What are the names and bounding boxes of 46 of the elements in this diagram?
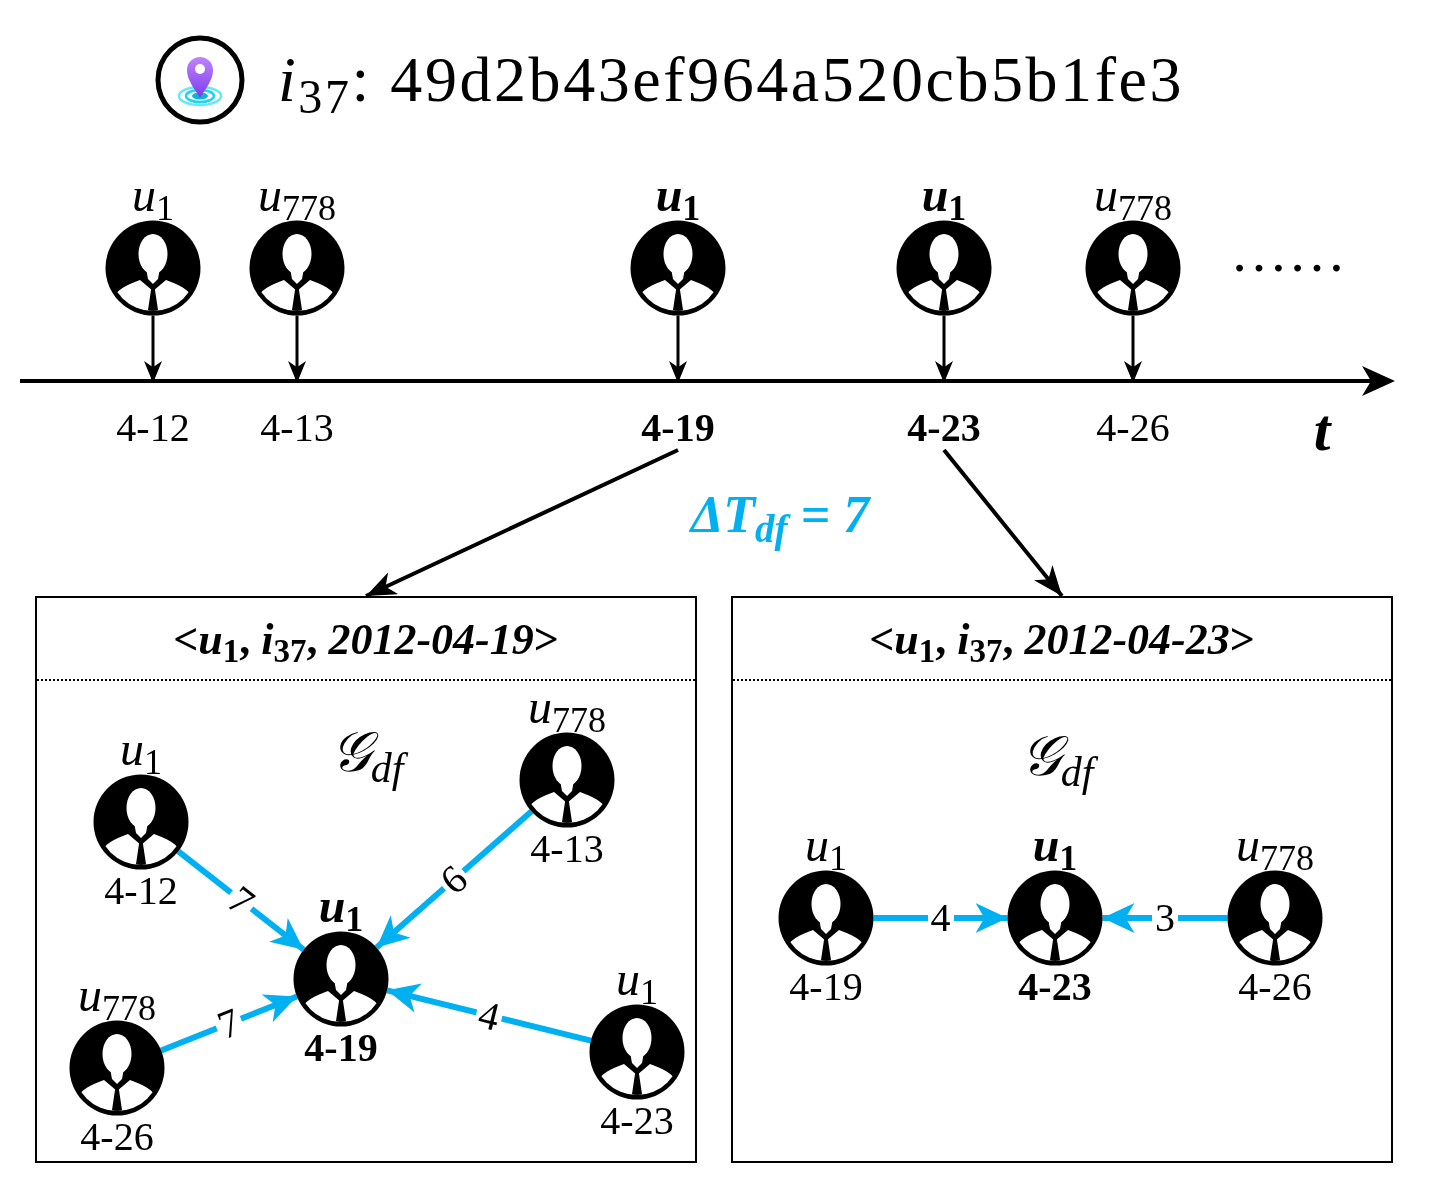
panel-box [35, 596, 697, 1163]
user-label: u$_{1}$ [1031, 820, 1079, 870]
arrow [365, 448, 679, 598]
graph-label: 𝒢$_{df}$ [1010, 714, 1104, 798]
date-label: 4-26 [1096, 383, 1170, 450]
date-label: 4-19 [641, 383, 715, 450]
user-label: u$_{1}$ [317, 881, 365, 931]
arrow [669, 315, 687, 383]
date-label: 4-23 [907, 383, 981, 450]
arrow [374, 809, 534, 950]
date-label: 4-26 [80, 1116, 154, 1158]
arrow [935, 315, 953, 383]
date-label: 4-26 [1238, 966, 1312, 1008]
arrow [176, 848, 306, 953]
ellipsis-label: …… [1230, 223, 1346, 281]
arrow [942, 448, 1064, 598]
date-label: 4-23 [600, 1100, 674, 1142]
date-label: 4-23 [1018, 966, 1092, 1008]
date-label: 4-12 [104, 870, 178, 912]
user-label: u$_{1}$ [804, 820, 848, 870]
user-label: u$_{1}$ [654, 170, 702, 220]
user-label: u$_{778}$ [1093, 170, 1173, 220]
date-label: 4-13 [530, 828, 604, 870]
date-label: 4-19 [789, 966, 863, 1008]
user-label: u$_{1}$ [920, 170, 968, 220]
arrow [386, 983, 592, 1044]
user-label: u$_{778}$ [527, 682, 607, 732]
user-label: u$_{1}$ [119, 724, 163, 774]
panel-header-text: <u$_{1}$, i$_{37}$, 2012-04-23> [868, 614, 1256, 668]
user-label: u$_{778}$ [257, 170, 337, 220]
date-label: 4-19 [304, 1027, 378, 1069]
user-label: u$_{1}$ [615, 954, 659, 1004]
arrow [144, 315, 162, 383]
user-label: u$_{1}$ [131, 170, 175, 220]
panel-box [731, 596, 1393, 1163]
user-label: u$_{778}$ [77, 970, 157, 1020]
date-label: 4-13 [260, 383, 334, 450]
panel-header-text: <u$_{1}$, i$_{37}$, 2012-04-19> [172, 614, 560, 668]
axis-label: t [1312, 397, 1333, 463]
arrow [288, 315, 306, 383]
graph-label: 𝒢$_{df}$ [320, 710, 414, 794]
user-label: u$_{778}$ [1235, 820, 1315, 870]
title: i$_{37}$: 49d2b43ef964a520cb5b1fe3 [277, 43, 1186, 118]
date-label: 4-12 [116, 383, 190, 450]
arrow [1124, 315, 1142, 383]
time-window-label: ΔT$_{df}$ = 7 [688, 485, 872, 551]
